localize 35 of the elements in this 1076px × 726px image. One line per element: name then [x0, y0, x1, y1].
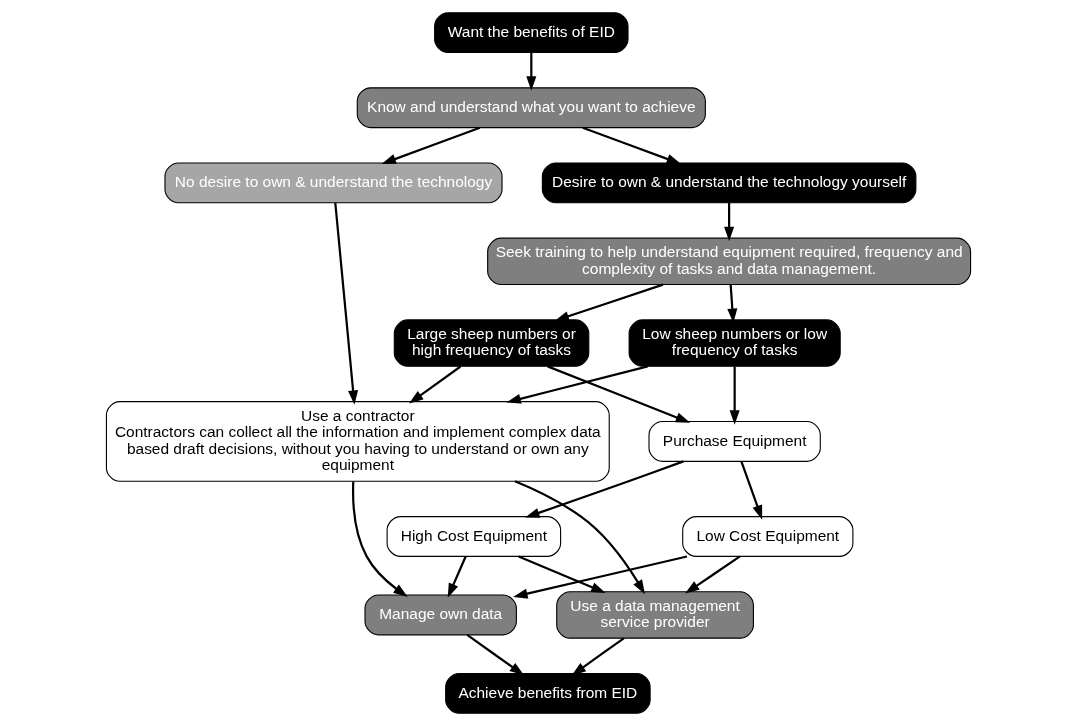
arrow — [684, 555, 741, 594]
arrow — [571, 637, 624, 676]
node-box: Achieve benefits from EID — [444, 672, 651, 714]
node-box: Purchase Equipment — [647, 421, 821, 462]
arrow — [408, 365, 461, 404]
node-box: Low Cost Equipment — [681, 516, 853, 557]
node-box: High Cost Equipment — [386, 516, 561, 557]
node-box: Manage own data — [363, 594, 517, 636]
arrow — [351, 481, 408, 597]
node-box: Know and understand what you want to achieve — [356, 87, 706, 129]
node-box: Large sheep numbers or high frequency of tasks — [393, 319, 589, 367]
arrow — [524, 460, 684, 518]
node-box: No desire to own & understand the technology — [163, 162, 503, 204]
arrow — [514, 480, 645, 595]
node-box: Want the benefits of EID — [433, 12, 629, 54]
node-box: Low sheep numbers or low frequency of tasks — [628, 319, 841, 367]
arrow — [723, 202, 734, 242]
arrow — [581, 126, 681, 165]
arrow — [466, 634, 524, 676]
node-box: Desire to own & understand the technology yourself — [541, 162, 916, 204]
arrow — [517, 555, 605, 593]
arrow — [554, 283, 663, 322]
arrow — [726, 284, 737, 323]
node-box: Seek training to help understand equipment required, frequency and complexity of tasks and data management. — [486, 237, 971, 286]
arrow — [505, 365, 648, 404]
node-box: Use a contractor Contractors can collect all the information and implement complex data based draft decisions, without you having to understand or own any equipment — [105, 401, 610, 482]
arrow — [381, 126, 480, 165]
node-box: Use a data management service provider — [555, 591, 754, 639]
arrow — [546, 365, 690, 423]
arrow — [739, 461, 762, 520]
arrow — [525, 52, 536, 91]
arrow — [333, 202, 358, 405]
arrow — [447, 556, 467, 598]
arrow — [512, 555, 687, 599]
arrow — [729, 366, 740, 425]
